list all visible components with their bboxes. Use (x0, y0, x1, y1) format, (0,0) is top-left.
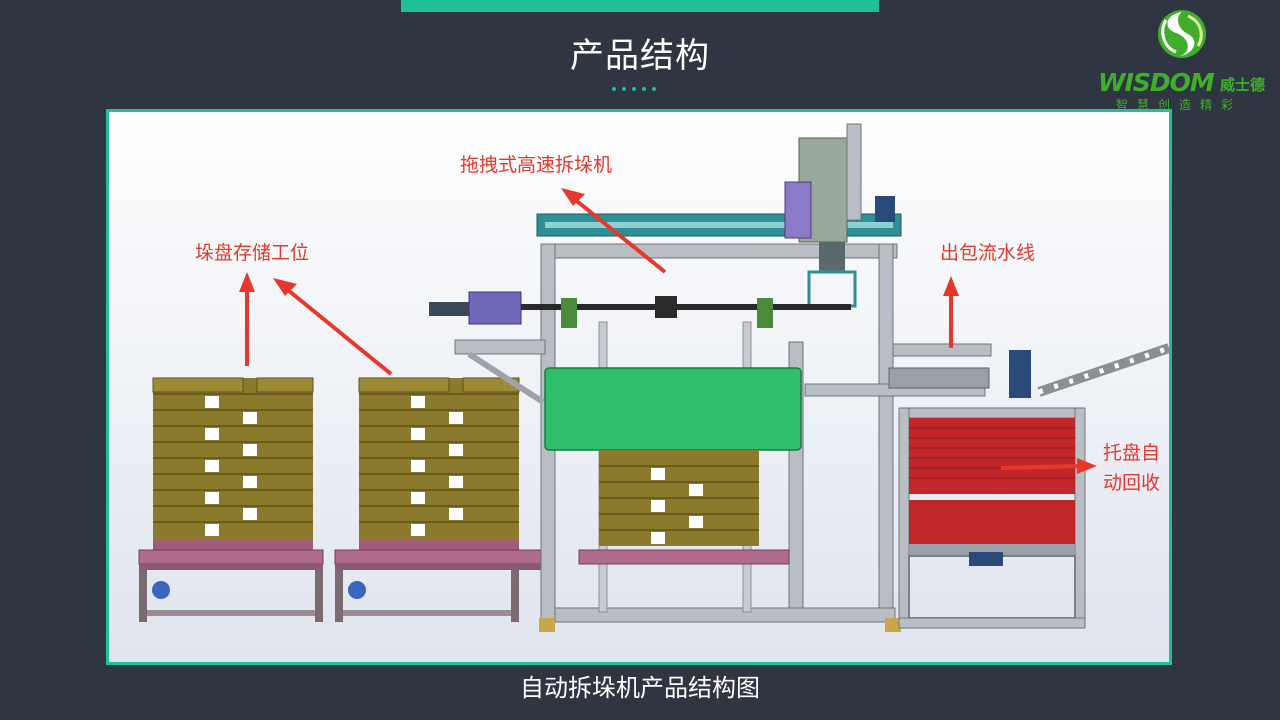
diagram-caption: 自动拆垛机产品结构图 (520, 674, 760, 702)
title-dots-divider (612, 76, 672, 91)
annotation-arrows (239, 188, 1097, 474)
logo-slogan: 智慧创造精彩 (1116, 98, 1243, 112)
pallet-stack-middle (358, 377, 520, 550)
top-accent-bar (401, 0, 879, 12)
logo-swirl-icon (1158, 10, 1206, 58)
pallet-stack-inner (578, 450, 790, 565)
diagram-frame: 拖拽式高速拆垛机 垛盘存储工位 出包流水线 托盘自 动回收 (106, 109, 1172, 665)
green-guard-plate (544, 367, 802, 451)
logo-chinese-name: 威士德 (1220, 76, 1266, 94)
storage-table-left (138, 549, 324, 622)
gantry-beam (536, 123, 902, 308)
label-depalletizer: 拖拽式高速拆垛机 (460, 154, 613, 176)
slide-title: 产品结构 (570, 36, 710, 76)
label-pallet-recovery-1: 托盘自 (1103, 442, 1161, 464)
drive-shaft (429, 291, 851, 328)
label-pallet-recovery-2: 动回收 (1103, 472, 1161, 494)
pallet-stack-left (152, 377, 314, 550)
logo-wordmark: WISDOM (1098, 68, 1215, 97)
outfeed-conveyor (804, 343, 1169, 398)
label-pallet-storage: 垛盘存储工位 (195, 242, 310, 264)
wisdom-logo: WISDOM 威士德 智慧创造精彩 (1096, 6, 1266, 112)
pallet-recovery-unit (898, 407, 1086, 629)
label-outfeed-line: 出包流水线 (940, 242, 1036, 264)
storage-table-middle (334, 549, 542, 622)
machine-structure-drawing (109, 112, 1169, 662)
